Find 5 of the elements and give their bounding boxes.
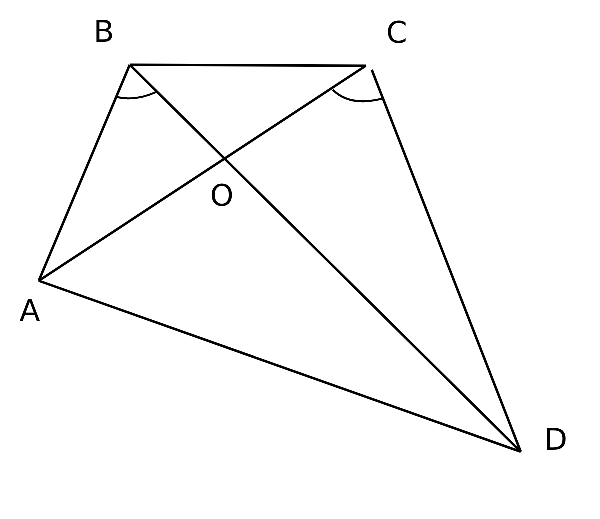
vertex-label: O <box>210 182 234 212</box>
vertex-label: C <box>386 19 408 49</box>
vertex-label: D <box>544 426 568 456</box>
vertex-label: A <box>20 297 40 327</box>
vertex-label: B <box>94 18 114 48</box>
